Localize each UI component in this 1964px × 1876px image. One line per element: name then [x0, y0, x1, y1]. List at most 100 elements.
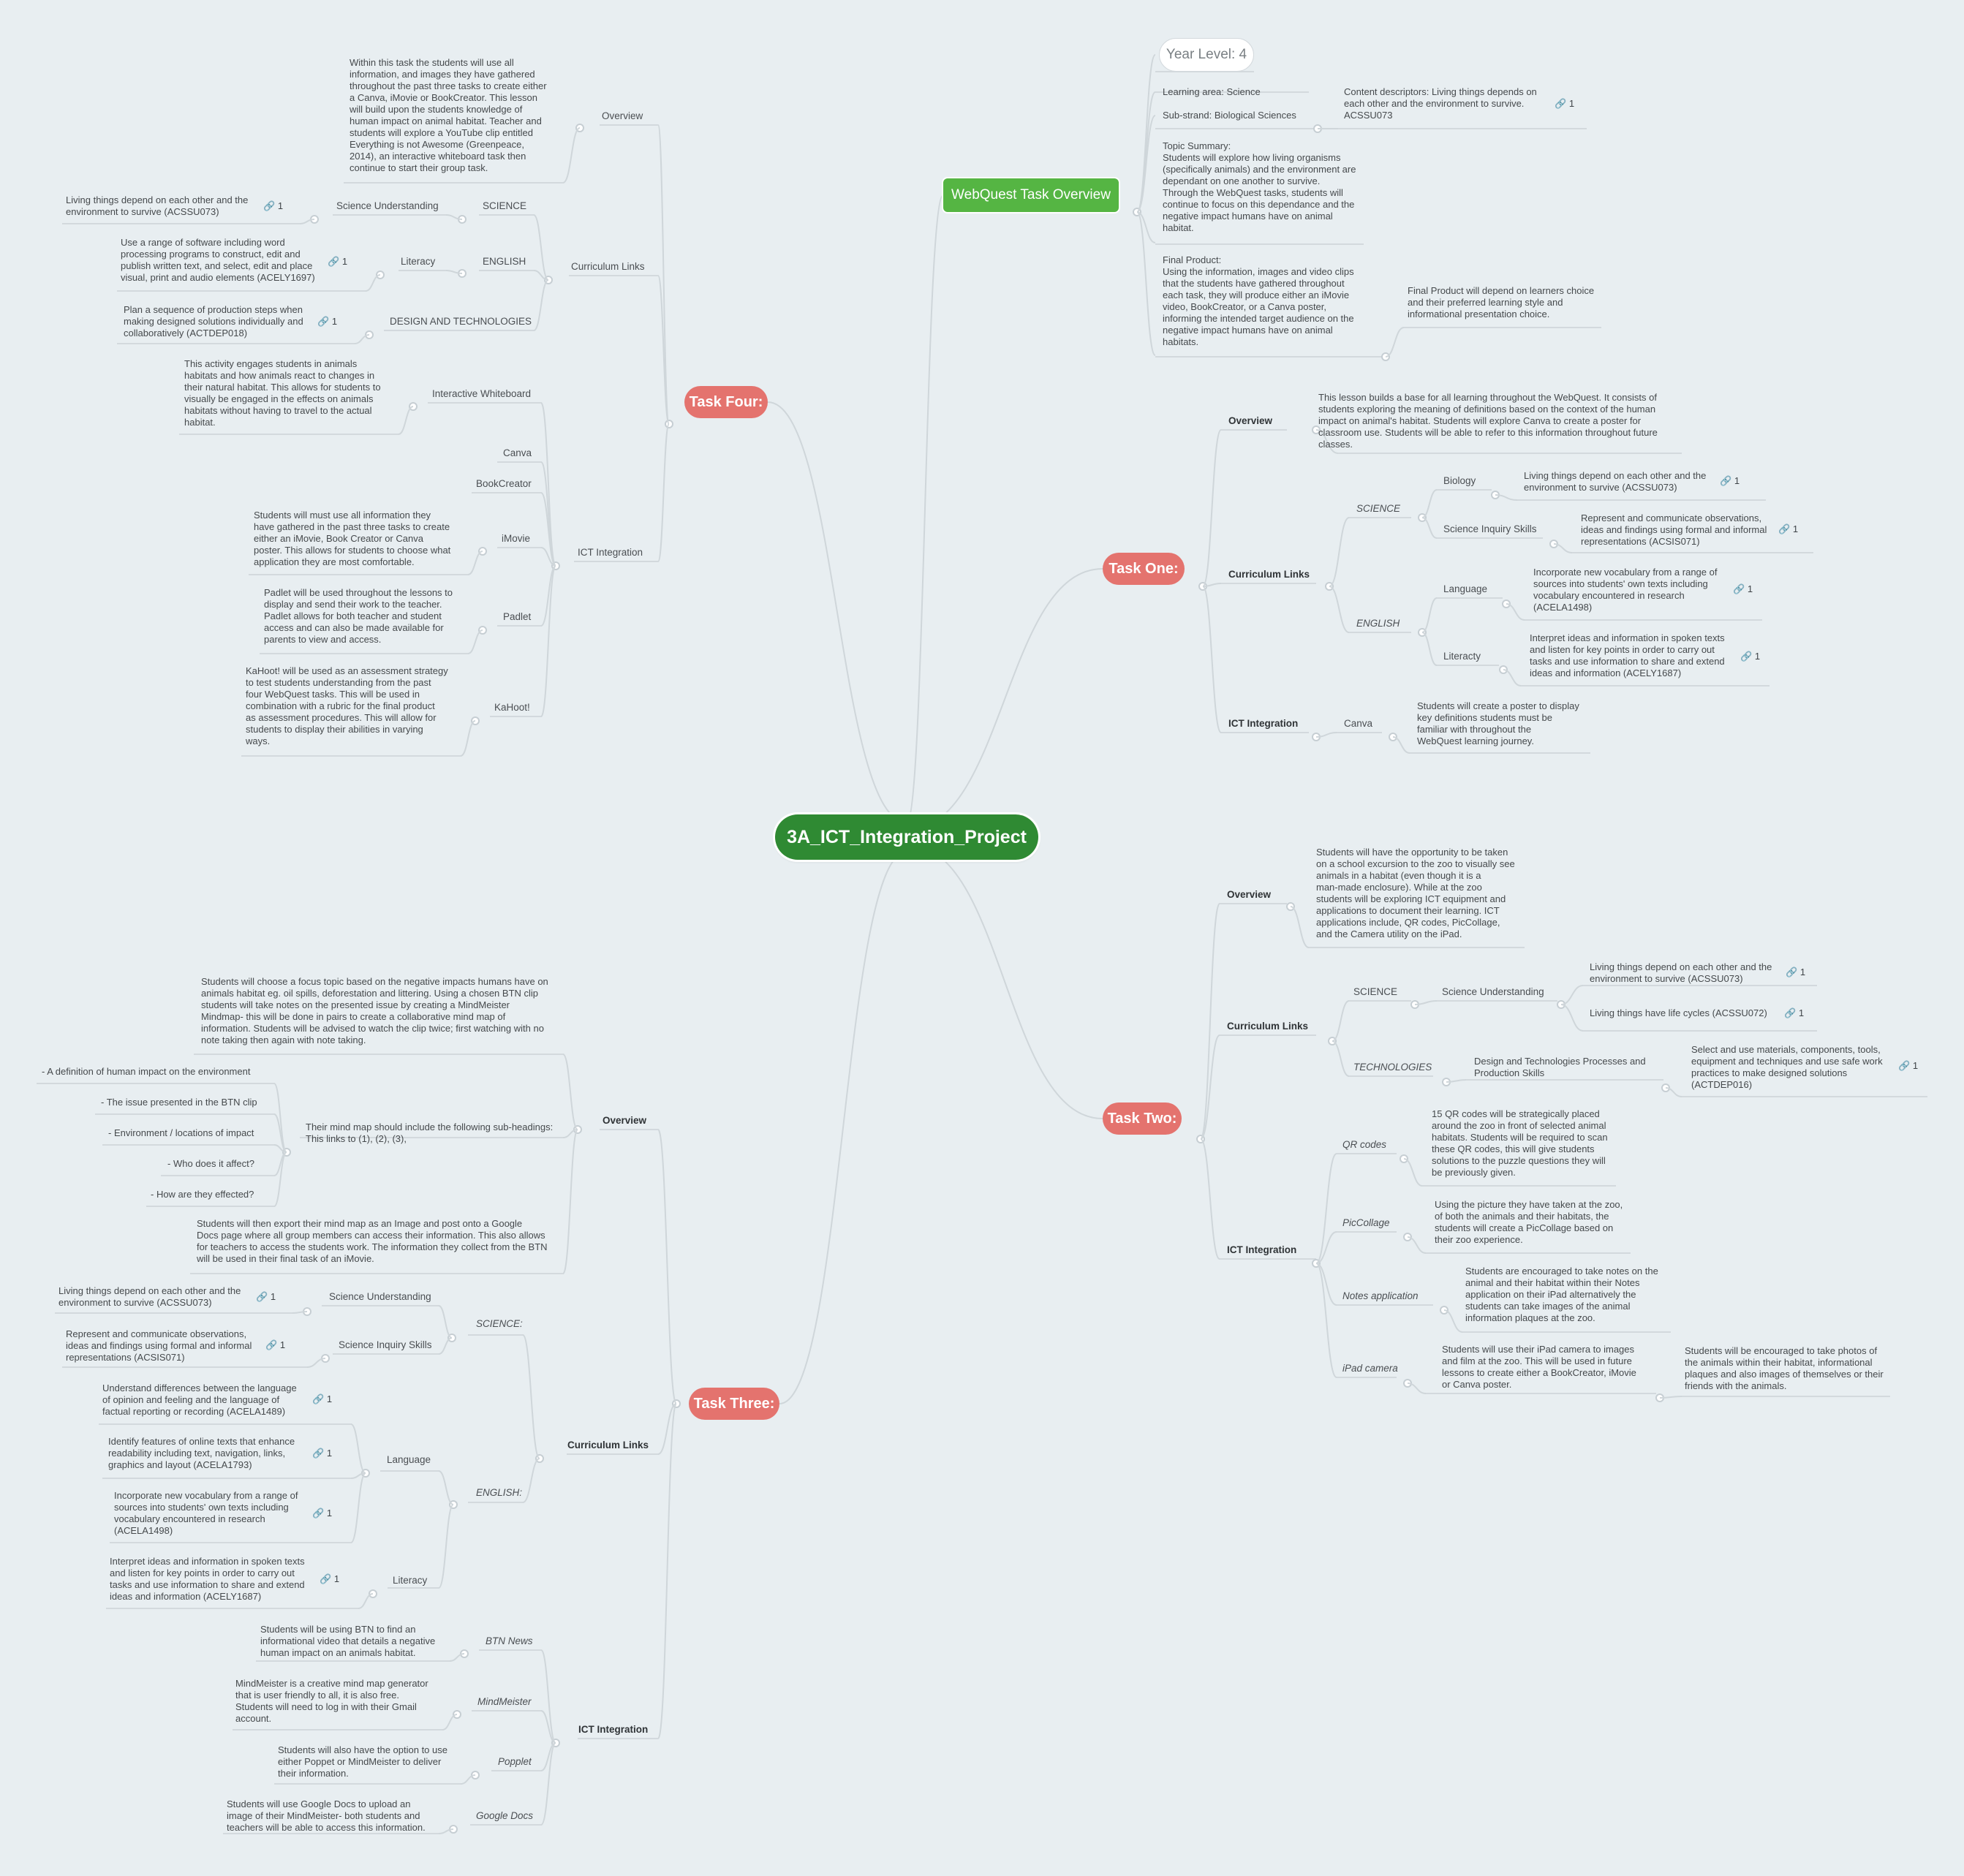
task-one-biology-text[interactable]: Living things depend on each other and t… [1524, 470, 1707, 493]
link-badge[interactable]: 🔗 1 [1720, 475, 1740, 486]
task-three-lang-2[interactable]: Identify features of online texts that e… [108, 1436, 295, 1470]
link-badge[interactable]: 🔗 1 [1784, 1007, 1805, 1018]
task-four-english[interactable]: ENGLISH [483, 256, 526, 267]
task-one-literacy-text[interactable]: Interpret ideas and information in spoke… [1530, 632, 1725, 678]
task-four-padlet[interactable]: Padlet [503, 611, 532, 622]
task-three-sis-text[interactable]: Represent and communicate observations, … [66, 1328, 252, 1363]
task-four-imovie-text[interactable]: Students will must use all information t… [254, 510, 451, 567]
task-three-science-inquiry-skills[interactable]: Science Inquiry Skills [339, 1339, 432, 1350]
task-four-topic[interactable]: Task Four: [684, 386, 768, 418]
task-four-bookcreator[interactable]: BookCreator [476, 478, 532, 489]
task-two-ipad-text-2[interactable]: Students will be encouraged to take phot… [1685, 1345, 1884, 1391]
task-three-mindmeister-text[interactable]: MindMeister is a creative mind map gener… [235, 1678, 428, 1724]
link-badge[interactable]: 🔗 1 [312, 1448, 333, 1459]
task-three-sub-1[interactable]: - A definition of human impact on the en… [42, 1066, 251, 1077]
task-two-qr-text[interactable]: 15 QR codes will be strategically placed… [1432, 1108, 1608, 1178]
task-two-overview[interactable]: Overview [1227, 889, 1272, 900]
final-product-note[interactable]: Final Product will depend on learners ch… [1408, 285, 1595, 319]
task-three-google-docs[interactable]: Google Docs [476, 1810, 534, 1821]
task-one-biology[interactable]: Biology [1443, 475, 1476, 486]
task-three-gdocs-text[interactable]: Students will use Google Docs to upload … [227, 1799, 426, 1833]
task-three-literacy-text[interactable]: Interpret ideas and information in spoke… [110, 1556, 305, 1602]
link-badge[interactable]: 🔗 1 [320, 1573, 340, 1584]
task-one-ict-integration[interactable]: ICT Integration [1228, 718, 1299, 729]
task-one-english[interactable]: ENGLISH [1356, 618, 1400, 629]
task-one-canva[interactable]: Canva [1344, 718, 1373, 729]
task-four-literacy[interactable]: Literacy [401, 256, 436, 267]
sub-strand[interactable]: Sub-strand: Biological Sciences [1163, 110, 1296, 121]
task-four-imovie[interactable]: iMovie [502, 533, 531, 544]
task-three-science[interactable]: SCIENCE: [476, 1318, 523, 1329]
task-two-ict-integration[interactable]: ICT Integration [1227, 1244, 1297, 1255]
link-badge[interactable]: 🔗 1 [1898, 1060, 1919, 1071]
task-one-language-text[interactable]: Incorporate new vocabulary from a range … [1533, 567, 1718, 613]
task-three-lang-3[interactable]: Incorporate new vocabulary from a range … [114, 1490, 298, 1536]
task-three-overview[interactable]: Overview [603, 1115, 647, 1126]
link-badge[interactable]: 🔗 1 [263, 200, 284, 211]
task-one-inquiry-text[interactable]: Represent and communicate observations, … [1581, 513, 1767, 547]
task-four-overview[interactable]: Overview [602, 110, 643, 121]
year-level-pill[interactable]: Year Level: 4 [1159, 38, 1254, 72]
task-two-overview-text[interactable]: Students will have the opportunity to be… [1316, 847, 1515, 939]
task-two-qr-codes[interactable]: QR codes [1342, 1139, 1387, 1150]
task-one-inquiry-skills[interactable]: Science Inquiry Skills [1443, 523, 1537, 534]
task-two-topic[interactable]: Task Two: [1103, 1102, 1182, 1135]
task-one-canva-text[interactable]: Students will create a poster to display… [1417, 700, 1579, 746]
task-two-notes-text[interactable]: Students are encouraged to take notes on… [1465, 1266, 1658, 1323]
task-three-popplet-text[interactable]: Students will also have the option to us… [278, 1744, 447, 1779]
task-three-btn-news[interactable]: BTN News [486, 1635, 533, 1646]
task-four-design-technologies[interactable]: DESIGN AND TECHNOLOGIES [390, 316, 532, 327]
central-topic[interactable]: 3A_ICT_Integration_Project [775, 814, 1038, 860]
task-one-curriculum-links[interactable]: Curriculum Links [1228, 569, 1310, 580]
task-two-piccollage[interactable]: PicCollage [1342, 1217, 1390, 1228]
task-four-kahoot[interactable]: KaHoot! [494, 702, 530, 713]
task-three-literacy[interactable]: Literacy [393, 1575, 428, 1586]
task-three-language[interactable]: Language [387, 1454, 431, 1465]
task-four-su-text[interactable]: Living things depend on each other and t… [66, 194, 249, 217]
task-four-science[interactable]: SCIENCE [483, 200, 527, 211]
task-three-sub-5[interactable]: - How are they effected? [151, 1189, 254, 1200]
task-four-design-text[interactable]: Plan a sequence of production steps when… [124, 304, 303, 338]
task-three-science-understanding[interactable]: Science Understanding [329, 1291, 431, 1302]
task-three-sub-4[interactable]: - Who does it affect? [167, 1158, 254, 1169]
task-one-science[interactable]: SCIENCE [1356, 503, 1401, 514]
final-product[interactable]: Final Product: Using the information, im… [1163, 254, 1354, 347]
link-badge[interactable]: 🔗 1 [265, 1339, 286, 1350]
task-three-mindmeister[interactable]: MindMeister [477, 1696, 532, 1707]
task-four-padlet-text[interactable]: Padlet will be used throughout the lesso… [264, 587, 453, 645]
task-three-overview-text[interactable]: Students will choose a focus topic based… [201, 976, 548, 1045]
task-two-ipad-text[interactable]: Students will use their iPad camera to i… [1442, 1344, 1636, 1390]
content-descriptors[interactable]: Content descriptors: Living things depen… [1344, 86, 1537, 121]
link-badge[interactable]: 🔗 1 [328, 256, 348, 267]
task-four-kahoot-text[interactable]: KaHoot! will be used as an assessment st… [246, 665, 448, 746]
task-three-subheadings[interactable]: Their mind map should include the follow… [306, 1122, 554, 1144]
link-badge[interactable]: 🔗 1 [1733, 583, 1753, 594]
task-four-curriculum-links[interactable]: Curriculum Links [571, 261, 645, 272]
link-badge[interactable]: 🔗 1 [317, 316, 338, 327]
link-badge[interactable]: 🔗 1 [1740, 651, 1761, 662]
task-four-overview-text[interactable]: Within this task the students will use a… [350, 57, 547, 173]
task-one-language[interactable]: Language [1443, 583, 1488, 594]
task-one-topic[interactable]: Task One: [1103, 553, 1185, 585]
task-two-science-understanding[interactable]: Science Understanding [1442, 986, 1544, 997]
link-badge[interactable]: 🔗 1 [312, 1508, 333, 1518]
task-four-canva[interactable]: Canva [503, 447, 532, 458]
task-four-ict-integration[interactable]: ICT Integration [578, 547, 643, 558]
link-badge[interactable]: 🔗 1 [1555, 98, 1575, 109]
task-four-literacy-text[interactable]: Use a range of software including word p… [121, 237, 315, 283]
task-three-lang-1[interactable]: Understand differences between the langu… [102, 1383, 297, 1417]
task-two-dt-skills[interactable]: Design and Technologies Processes and Pr… [1474, 1056, 1646, 1078]
webquest-overview-topic[interactable]: WebQuest Task Overview [943, 178, 1119, 212]
task-four-iwb-text[interactable]: This activity engages students in animal… [184, 358, 381, 428]
link-badge[interactable]: 🔗 1 [1778, 523, 1799, 534]
task-one-overview-text[interactable]: This lesson builds a base for all learni… [1318, 392, 1658, 450]
task-three-curriculum-links[interactable]: Curriculum Links [567, 1440, 649, 1451]
task-three-sub-2[interactable]: - The issue presented in the BTN clip [101, 1097, 257, 1108]
task-three-english[interactable]: ENGLISH: [476, 1487, 523, 1498]
task-four-science-understanding[interactable]: Science Understanding [336, 200, 439, 211]
task-two-su-text-1[interactable]: Living things depend on each other and t… [1590, 961, 1772, 984]
link-badge[interactable]: 🔗 1 [1786, 967, 1806, 977]
task-two-su-text-2[interactable]: Living things have life cycles (ACSSU072… [1590, 1007, 1767, 1018]
task-two-curriculum-links[interactable]: Curriculum Links [1227, 1021, 1309, 1032]
task-two-technologies[interactable]: TECHNOLOGIES [1353, 1062, 1432, 1073]
